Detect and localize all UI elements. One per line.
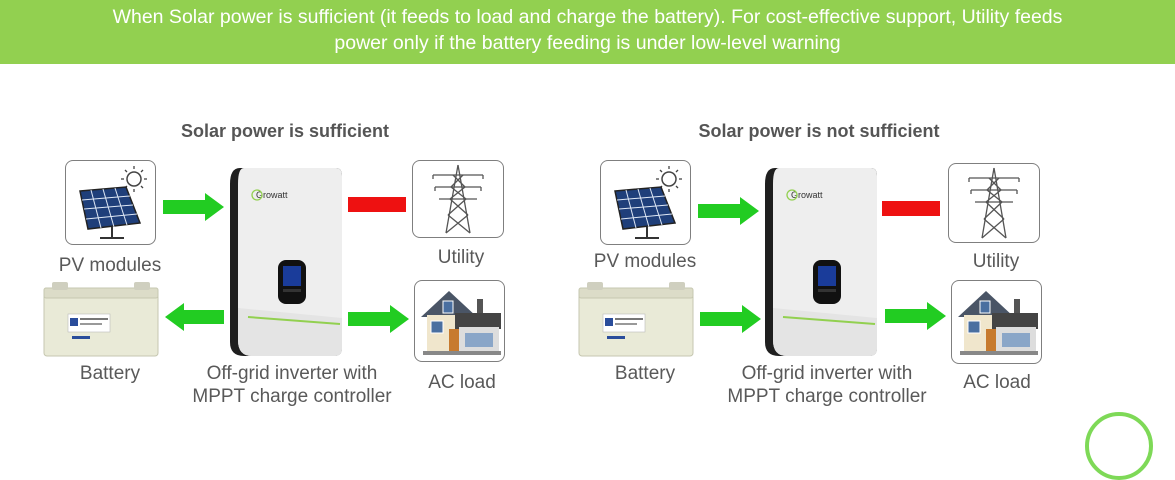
solar-panel-icon — [614, 166, 682, 239]
flow-arrow-pv-to-inverter — [698, 197, 759, 225]
inverter-unit: Growatt — [765, 168, 877, 356]
ac-load-box — [951, 280, 1042, 364]
transmission-tower-icon — [968, 167, 1020, 239]
pv-modules-box — [65, 160, 156, 245]
inverter-label-line-1: Off-grid inverter with — [741, 363, 913, 384]
flow-bar-utility-blocked — [348, 197, 406, 212]
ac-load-box — [414, 280, 505, 362]
solar-panel-icon — [79, 166, 147, 239]
panel-not-sufficient: Solar power is not sufficient PV modules — [535, 0, 1095, 430]
inverter-label-line-2: MPPT charge controller — [192, 386, 392, 407]
panel-sufficient: Solar power is sufficient PV modules — [0, 0, 560, 430]
inverter-icon: Growatt — [765, 168, 877, 356]
pv-modules-box — [600, 160, 691, 245]
flow-arrow-inverter-to-battery — [165, 303, 224, 331]
pv-modules-label: PV modules — [593, 251, 697, 272]
ac-load-label: AC load — [428, 372, 496, 393]
inverter-icon: Growatt — [230, 168, 342, 356]
house-icon — [958, 291, 1038, 355]
inverter-unit: Growatt — [230, 168, 342, 356]
flow-bar-utility-blocked — [882, 201, 940, 216]
flow-arrow-pv-to-inverter — [163, 193, 224, 221]
corner-badge — [1085, 412, 1153, 480]
house-icon — [421, 291, 501, 355]
banner-line-2: power only if the battery feeding is und… — [334, 32, 841, 54]
utility-box — [412, 160, 504, 238]
header-banner: When Solar power is sufficient (it feeds… — [0, 0, 1175, 64]
panel-title: Solar power is not sufficient — [698, 121, 940, 141]
banner-line-1: When Solar power is sufficient (it feeds… — [112, 6, 1063, 28]
transmission-tower-icon — [432, 164, 484, 234]
battery-unit — [42, 282, 160, 358]
battery-unit — [577, 282, 695, 358]
utility-label: Utility — [437, 247, 485, 268]
flow-arrow-inverter-to-load — [885, 302, 946, 330]
brand-logo: Growatt — [791, 190, 823, 200]
flow-arrow-battery-to-inverter — [700, 305, 761, 333]
battery-icon — [578, 282, 694, 357]
battery-label: Battery — [79, 363, 141, 384]
inverter-label-line-2: MPPT charge controller — [727, 386, 927, 407]
battery-label: Battery — [614, 363, 676, 384]
flow-arrow-inverter-to-load — [348, 305, 409, 333]
battery-icon — [43, 282, 159, 357]
ac-load-label: AC load — [963, 372, 1031, 393]
utility-label: Utility — [972, 251, 1020, 272]
brand-logo: Growatt — [256, 190, 288, 200]
utility-box — [948, 163, 1040, 243]
inverter-label-line-1: Off-grid inverter with — [206, 363, 378, 384]
panel-title: Solar power is sufficient — [180, 121, 390, 141]
pv-modules-label: PV modules — [58, 255, 162, 276]
